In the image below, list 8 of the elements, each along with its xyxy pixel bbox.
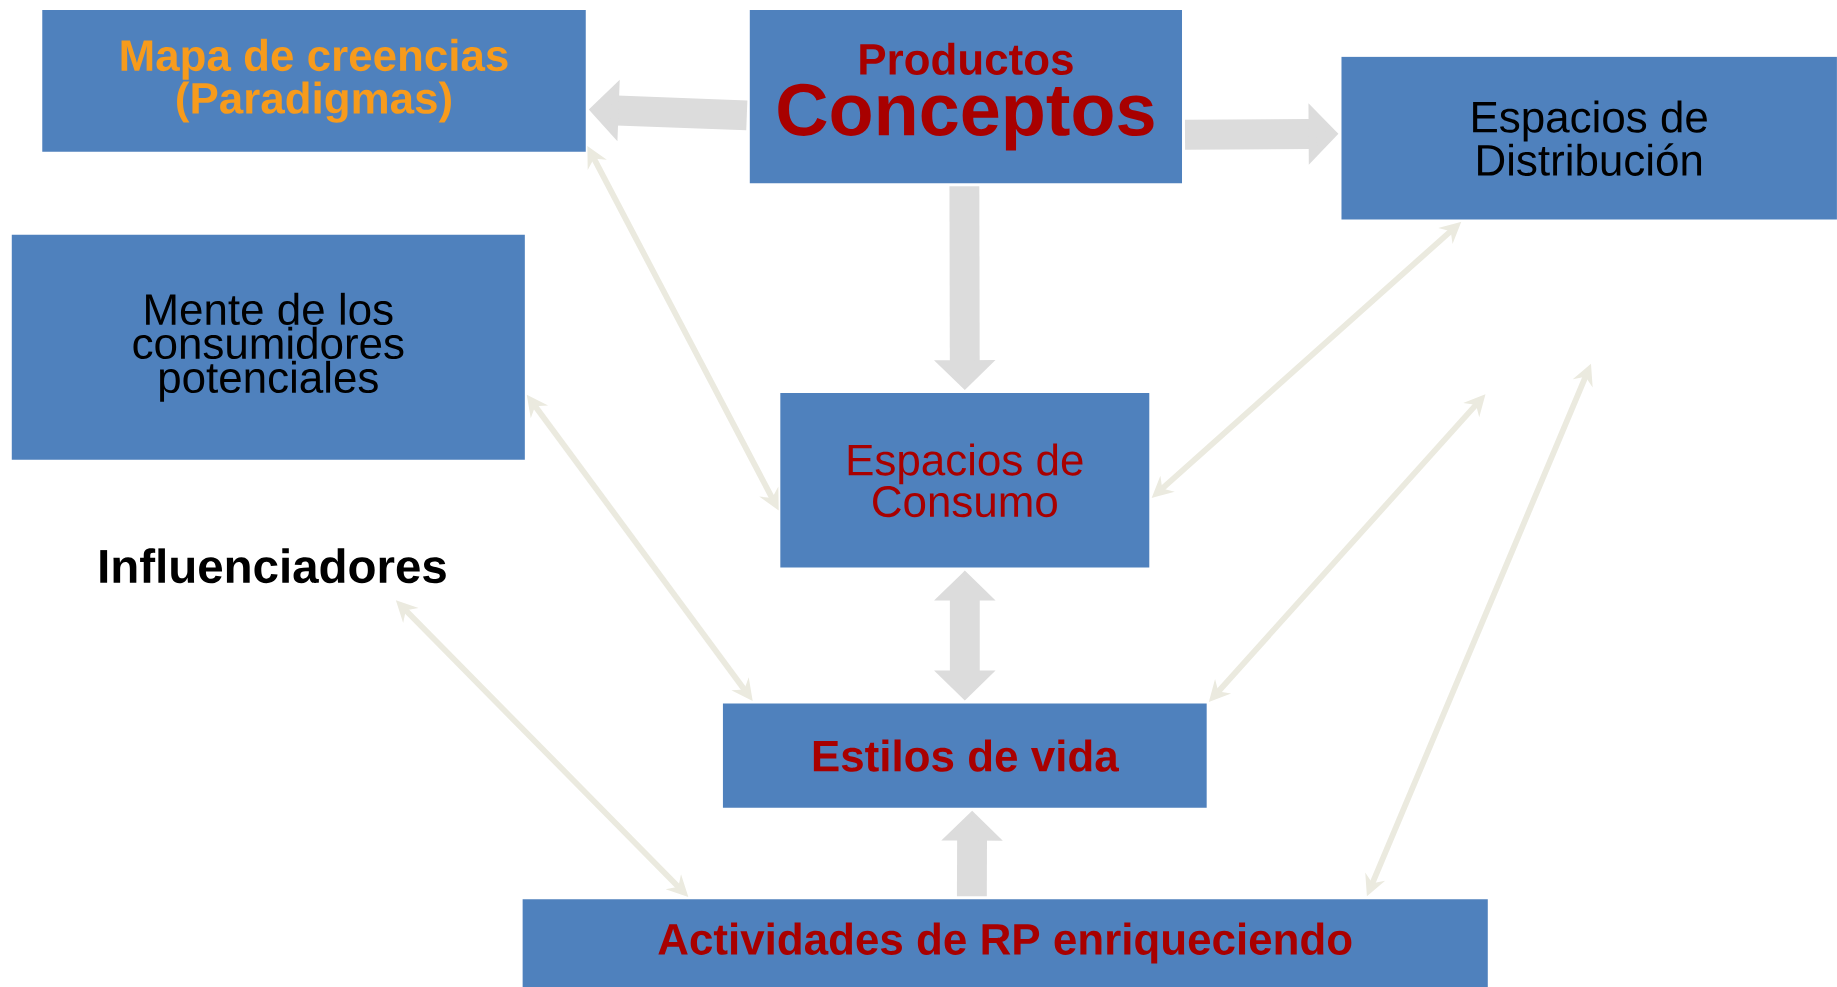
process-box: Actividades de RP enriqueciendo	[522, 899, 1488, 987]
process-box: Espacios de Distribución	[1341, 56, 1837, 220]
process-box: Espacios de Consumo	[780, 393, 1150, 568]
process-box: Estilos de vida	[722, 703, 1207, 808]
node-text: Influenciadores	[100, 548, 446, 584]
process-box: Mente de los consumidores potenciales	[11, 234, 525, 460]
process-box: Productos Conceptos	[749, 9, 1182, 184]
process-box: Mapa de creencias (Paradigmas)	[42, 9, 586, 152]
